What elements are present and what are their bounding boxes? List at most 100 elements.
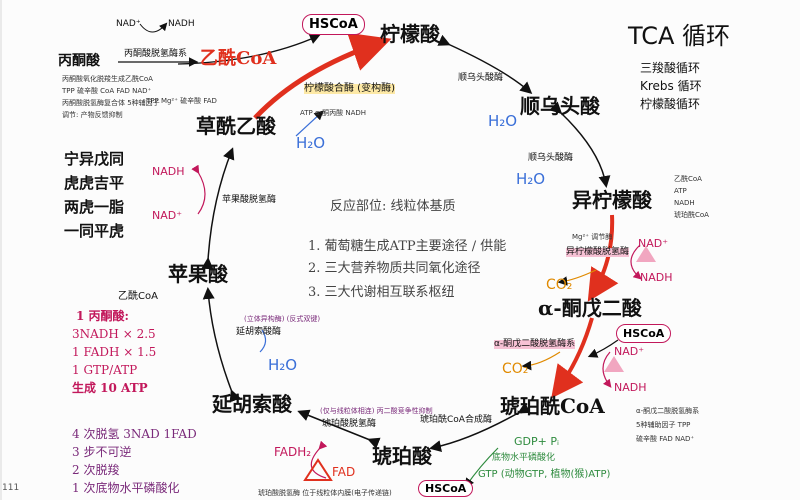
center-heading: 反应部位: 线粒体基质 [330, 199, 456, 214]
arrow-nad-iso [630, 244, 642, 280]
node-fumarate: 延胡索酸 [212, 392, 292, 416]
arrow-mal-oaa [201, 147, 235, 270]
triangle-iso [636, 246, 656, 262]
nad-malate: NAD⁺ [152, 209, 183, 222]
arrow-cis-iso [549, 101, 611, 188]
center-item-3: 3. 三大代谢相互联系枢纽 [308, 285, 455, 300]
enzyme-pdh: 丙酮酸脱氢酶系 [124, 49, 188, 59]
iso-note-2: ATP [674, 187, 687, 195]
center-item-1: 1. 葡萄糖生成ATP主要途径 / 供能 [308, 239, 507, 254]
enzyme-fumarase: 延胡索酸酶 [236, 327, 282, 337]
hscoa-bottom: HSCoA [418, 480, 474, 497]
alias-1: 三羧酸循环 [640, 61, 701, 75]
hscoa-mid: HSCoA [616, 324, 672, 343]
mnemonic-3: 两虎一脂 [64, 198, 125, 216]
left-note-1: 丙酮酸氧化脱羧生成乙酰CoA [62, 75, 153, 83]
left-edge-bar [0, 0, 2, 500]
arrow-succ-fum [297, 409, 381, 449]
enzyme-sdh-note: (仅与线粒体相连) 丙二酸竞争性抑制 [320, 407, 433, 415]
iso-note-4: 琥珀酰CoA [674, 211, 709, 219]
enzyme-scs: 琥珀酰CoA合成酶 [420, 415, 492, 425]
atp-row: ATP α-酮丙酸 NADH [300, 109, 367, 117]
arrow-succoa-succ [429, 402, 531, 453]
node-pyruvate: 丙酮酸 [58, 53, 100, 69]
fad: FAD [332, 465, 356, 479]
node-citrate: 柠檬酸 [380, 22, 440, 46]
atp-calc-line-2: 1 FADH × 1.5 [72, 345, 157, 359]
node-oxaloacetate: 草酰乙酸 [196, 114, 276, 138]
triangle-akg [604, 356, 624, 372]
arrow-h2o-cit [295, 110, 324, 137]
h2o-fumarate: H₂O [268, 356, 298, 374]
mnemonic-4: 一同平虎 [64, 222, 125, 240]
enzyme-aconitase-2: 顺乌头酸酶 [528, 153, 574, 163]
alias-2: Krebs 循环 [640, 79, 702, 93]
center-item-2: 2. 三大营养物质共同氧化途径 [308, 261, 481, 276]
summary-3: 2 次脱羧 [72, 463, 120, 477]
arrow-akg-succoa [551, 317, 594, 399]
arrow-nad-akg [602, 351, 612, 388]
nadh-malate: NADH [152, 165, 185, 178]
left-note-4: 调节: 产物反馈抑制 [62, 111, 123, 119]
fadh2: FADH₂ [274, 445, 312, 459]
node-malate: 苹果酸 [168, 262, 228, 286]
atp-calc-line-1: 3NADH × 2.5 [72, 327, 156, 341]
left-note-2: TPP 硫辛酸 CoA FAD NAD⁺ [62, 87, 152, 95]
arrow-nad-mal [191, 164, 206, 215]
summary-4: 1 次底物水平磷酸化 [72, 481, 180, 495]
nad-isocitrate: NAD⁺ [638, 237, 669, 250]
arrow-fum-mal [202, 287, 241, 403]
akg-note-2: 5种辅助因子 TPP [636, 421, 691, 429]
arrow-h2o-fum [259, 329, 267, 353]
arrow-hscoa-mid [587, 339, 619, 358]
enzyme-substrate-phos: 底物水平磷酸化 [492, 453, 556, 463]
node-alpha-kg: α-酮戊二酸 [538, 296, 642, 320]
nadh-akg: NADH [614, 381, 647, 394]
h2o-cis: H₂O [488, 112, 518, 130]
hscoa-top: HSCoA [302, 14, 365, 35]
enzyme-aconitase-1: 顺乌头酸酶 [458, 73, 504, 83]
triangle-fad [303, 458, 333, 481]
nad-akg: NAD⁺ [614, 345, 645, 358]
iso-note-1: 乙酰CoA [674, 175, 702, 183]
pdh-cofactors: TPP Mg²⁺ 硫辛酸 FAD [146, 97, 217, 105]
gtp-note: GTP (动物GTP, 植物(猴)ATP) [478, 469, 611, 480]
node-cis-aconitate: 顺乌头酸 [520, 94, 600, 118]
akg-note-3: 硫辛酸 FAD NAD⁺ [636, 435, 695, 443]
node-isocitrate: 异柠檬酸 [572, 188, 652, 212]
arrow-oaa-citrate [253, 32, 392, 120]
summary-2: 3 步不可逆 [72, 445, 132, 459]
side-acetyl-coa: 乙酰CoA [118, 291, 158, 302]
atp-calc-total: 生成 10 ATP [72, 381, 148, 395]
h2o-cis-2: H₂O [516, 170, 546, 188]
page-number: 111 [2, 483, 20, 493]
node-acetyl-coa: 乙酰CoA [200, 48, 277, 69]
gdp-pi: GDP+ Pᵢ [514, 435, 559, 448]
alias-3: 柠檬酸循环 [640, 97, 701, 111]
nadh-isocitrate: NADH [640, 271, 673, 284]
page-title: TCA 循环 [628, 22, 731, 50]
node-succinate: 琥珀酸 [372, 444, 432, 468]
co2-isocitrate: CO₂ [546, 277, 573, 293]
atp-calc-heading: 1 丙酮酸: [76, 309, 129, 323]
enzyme-idh: 异柠檬酸脱氢酶 [566, 247, 630, 257]
nad-top: NAD⁺ [116, 19, 141, 29]
node-succinyl-coa: 琥珀酰CoA [500, 394, 605, 418]
arrow-citrate-cis [437, 34, 533, 94]
arrow-co2-akg [521, 351, 561, 371]
summary-1: 4 次脱氢 3NAD 1FAD [72, 427, 197, 441]
co2-akg: CO₂ [502, 361, 529, 377]
arrow-fad [310, 440, 328, 479]
enzyme-citrate-synthase: 柠檬酸合酶 (变构酶) [304, 83, 395, 94]
mnemonic-1: 宁异戊同 [64, 150, 125, 168]
mnemonic-2: 虎虎吉平 [64, 174, 125, 192]
akg-note-1: α-酮戊二酸脱氢酶系 [636, 407, 700, 415]
enzyme-sdh: 琥珀酸脱氢酶 [322, 419, 377, 429]
enzyme-fumarase-note: (立体异构酶) (反式双键) [244, 315, 321, 323]
arrow-nad-top [139, 22, 168, 33]
enzyme-akgdh: α-酮戊二酸脱氢酶系 [494, 339, 576, 349]
enzyme-mdh: 苹果酸脱氢酶 [222, 195, 277, 205]
left-note-3: 丙酮酸脱氢酶复合体 5种辅因子 [62, 99, 160, 107]
